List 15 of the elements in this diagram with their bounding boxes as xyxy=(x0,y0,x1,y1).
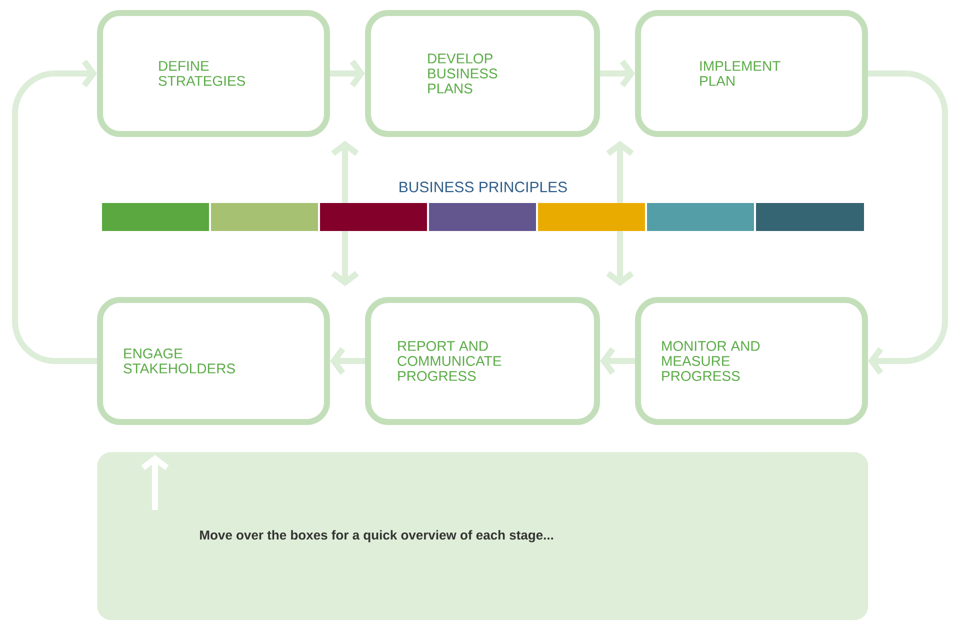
arrow xyxy=(606,140,634,203)
process-box: IMPLEMENT PLAN xyxy=(635,10,868,137)
heading: BUSINESS PRINCIPLES xyxy=(400,182,567,192)
arrow xyxy=(331,140,359,203)
process-box: REPORT AND COMMUNICATE PROGRESS xyxy=(365,296,600,425)
process-box: DEVELOP BUSINESS PLANS xyxy=(365,10,600,137)
arrow xyxy=(331,231,359,286)
process-box: MONITOR AND MEASURE PROGRESS xyxy=(635,296,868,425)
arrow xyxy=(868,70,948,375)
arrow xyxy=(141,454,169,510)
info-panel: Move over the boxes for a quick overview of each stage... xyxy=(97,452,868,620)
arrow xyxy=(606,231,634,286)
process-box: DEFINE STRATEGIES xyxy=(97,10,330,137)
process-box: ENGAGE STAKEHOLDERS xyxy=(97,296,330,425)
arrow xyxy=(12,60,97,364)
